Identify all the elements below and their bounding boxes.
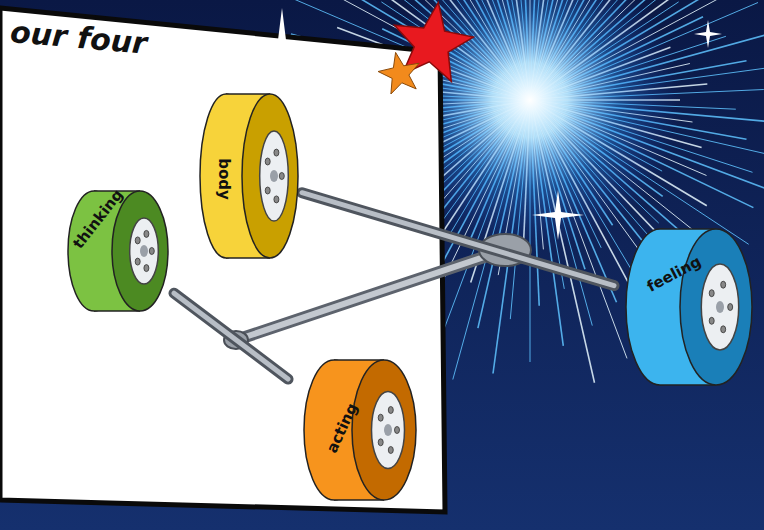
wheel-bolt (274, 196, 279, 203)
orange-star (378, 52, 419, 94)
white-sparkle (694, 20, 722, 48)
wheel-bolt (144, 230, 149, 237)
wheel-bolt (265, 158, 270, 165)
wheel-bolt (135, 237, 140, 244)
drive-shaft (236, 250, 505, 340)
tyre-edge (226, 93, 270, 95)
white-card (0, 8, 445, 512)
wheel-bolt (728, 304, 733, 311)
wheel-node: feeling (614, 222, 758, 392)
tyre-edge (334, 359, 384, 361)
axle-shaft (174, 293, 288, 379)
wheel-bolt (149, 248, 154, 255)
tyre-face (242, 94, 298, 258)
hub-cap (384, 424, 392, 436)
tyre-edge (334, 499, 384, 501)
card-heading: our four (9, 14, 149, 61)
axle-outline (174, 293, 288, 379)
tyre-edge (660, 228, 716, 230)
wheel-bolt (721, 326, 726, 333)
wheel-bolt (274, 149, 279, 156)
wheel-node: acting (288, 352, 423, 508)
axle-connector (174, 293, 288, 379)
wheel-bolt (378, 414, 383, 421)
wheel-shape (288, 352, 423, 508)
drive-shaft (236, 250, 505, 340)
wheel-node: thinking (62, 185, 174, 317)
wheel-bolt (265, 187, 270, 194)
hub-cap (716, 301, 724, 313)
wheel-bolt (279, 173, 284, 180)
wheel-shape (190, 85, 302, 267)
wheel-label: body (215, 158, 233, 200)
tyre-face (352, 360, 416, 500)
wheel-bolt (709, 290, 714, 297)
hub-cap (270, 170, 278, 182)
wheel-hub (372, 392, 405, 469)
white-sparkle (532, 190, 584, 240)
wheel-bolt (388, 407, 393, 414)
white-sparkle (246, 8, 318, 80)
wheel-bolt (388, 447, 393, 454)
wheel-hub (701, 264, 738, 350)
wheel-hub (130, 218, 159, 284)
wheel-bolt (395, 427, 400, 434)
wheel-bolt (721, 281, 726, 288)
tyre-face (112, 191, 168, 311)
tyre-edge (660, 384, 716, 386)
tyre-face (680, 229, 752, 385)
wheel-bolt (144, 265, 149, 272)
axle-outline (302, 193, 614, 286)
tyre-edge (226, 257, 270, 259)
wheel-shape (614, 222, 758, 392)
hub-cap (140, 245, 148, 257)
wheel-bolt (378, 439, 383, 446)
wheel-hub (260, 131, 289, 221)
axle-shaft (302, 193, 614, 286)
axle-connector (302, 193, 614, 286)
wheel-node: body (190, 85, 302, 267)
tyre-edge (94, 310, 140, 312)
wheel-bolt (135, 258, 140, 265)
wheel-bolt (709, 317, 714, 324)
